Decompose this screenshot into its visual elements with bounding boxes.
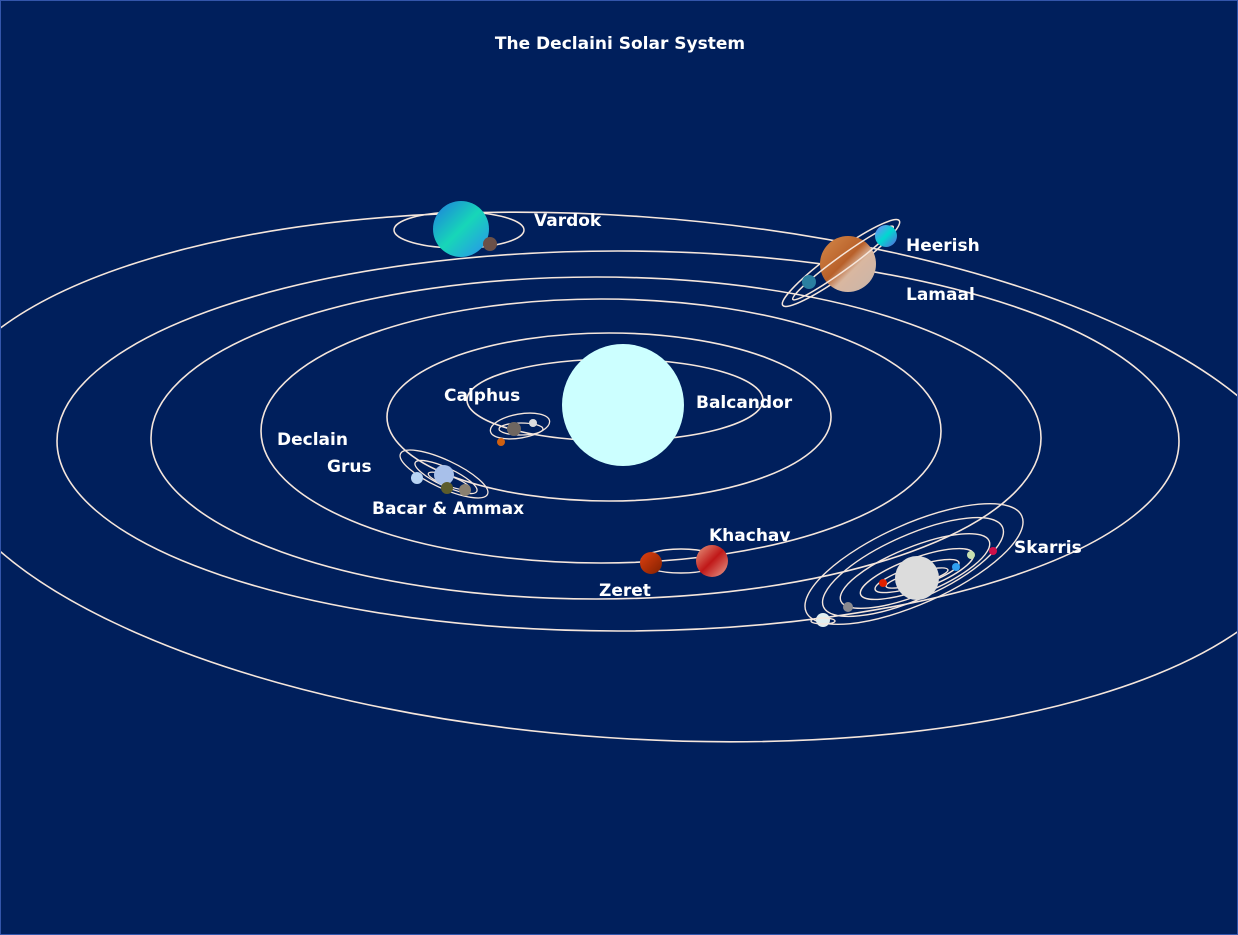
label-lamaal: Lamaal	[906, 285, 975, 305]
calphus-moon-2	[497, 438, 505, 446]
label-zeret: Zeret	[599, 581, 651, 601]
planet-lamaal	[820, 236, 876, 292]
planet-declain	[434, 465, 454, 485]
moon-ammax	[459, 484, 471, 496]
planet-vardok	[433, 201, 489, 257]
label-declain: Declain	[277, 430, 348, 450]
lamaal-system	[781, 218, 901, 308]
main-orbits	[1, 211, 1237, 743]
orbit-2	[386, 332, 832, 502]
skarris-planet-3	[967, 551, 975, 559]
label-grus: Grus	[327, 457, 372, 477]
calphus-system	[489, 412, 551, 446]
label-vardok: Vardok	[534, 211, 602, 231]
planet-zeret	[640, 552, 662, 574]
lamaal-moon	[802, 275, 816, 289]
orbit-3	[260, 298, 942, 564]
planet-heerish	[875, 225, 897, 247]
label-calphus: Calphus	[444, 386, 521, 406]
star-balcandor	[562, 344, 684, 466]
moon-grus	[411, 472, 423, 484]
skarris-planet-2	[952, 563, 960, 571]
label-skarris: Skarris	[1014, 538, 1082, 558]
planet-khachav	[696, 545, 728, 577]
skarris-system	[804, 502, 1024, 627]
vardok-moon	[483, 237, 497, 251]
skarris-planet-1	[879, 579, 887, 587]
orbit-4	[150, 276, 1042, 600]
label-khachav: Khachav	[709, 526, 791, 546]
skarris-planet-5	[843, 602, 853, 612]
calphus-moon-1	[529, 419, 537, 427]
label-heerish: Heerish	[906, 236, 980, 256]
label-bacar-ammax: Bacar & Ammax	[372, 499, 525, 519]
planet-calphus	[507, 422, 521, 436]
orbit-5	[56, 250, 1180, 632]
moon-bacar	[441, 482, 453, 494]
skarris-planet-6	[816, 613, 830, 627]
label-balcandor: Balcandor	[696, 393, 793, 413]
declain-system	[399, 449, 489, 499]
page-title: The Declaini Solar System	[494, 34, 746, 54]
star-skarris	[895, 556, 939, 600]
skarris-planet-4	[989, 547, 997, 555]
orbit-6	[1, 211, 1237, 743]
